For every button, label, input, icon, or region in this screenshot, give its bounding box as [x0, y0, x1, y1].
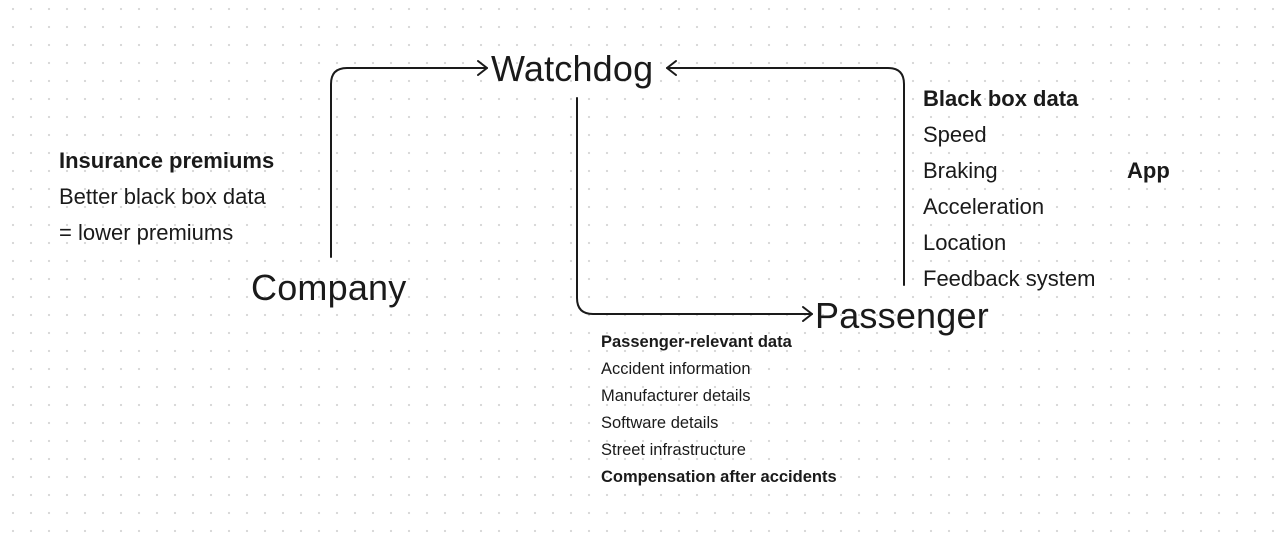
arrowhead-passenger: [802, 306, 813, 322]
passenger-data-item: Manufacturer details: [601, 387, 751, 405]
passenger-data-item: Accident information: [601, 360, 751, 378]
insurance-heading: Insurance premiums: [59, 148, 275, 173]
arrow-company-to-watchdog: [330, 67, 488, 258]
black-box-item: Speed: [923, 122, 987, 147]
node-watchdog: Watchdog: [491, 48, 654, 89]
arrow-passenger-to-watchdog: [666, 67, 905, 286]
black-box-item: Location: [923, 230, 1007, 255]
passenger-data-item: Software details: [601, 414, 719, 432]
black-box-heading: Black box data: [923, 86, 1079, 111]
node-company: Company: [251, 267, 407, 308]
passenger-data-item: Street infrastructure: [601, 441, 746, 459]
passenger-data-heading: Passenger-relevant data: [601, 333, 792, 351]
arrow-watchdog-to-passenger: [576, 97, 813, 315]
black-box-item: Acceleration: [923, 194, 1045, 219]
passenger-data-note: Passenger-relevant data Accident informa…: [601, 329, 837, 491]
insurance-line: = lower premiums: [59, 220, 234, 245]
insurance-line: Better black box data: [59, 184, 266, 209]
arrowhead-watchdog-right: [666, 60, 677, 76]
insurance-note: Insurance premiums Better black box data…: [59, 143, 274, 251]
arrowhead-watchdog-left: [477, 60, 488, 76]
black-box-note: Black box data Speed Braking Acceleratio…: [923, 81, 1095, 297]
node-passenger: Passenger: [815, 295, 989, 336]
passenger-data-footer: Compensation after accidents: [601, 468, 837, 486]
app-label: App: [1127, 158, 1170, 183]
black-box-item: Feedback system: [923, 266, 1096, 291]
black-box-item: Braking: [923, 158, 998, 183]
